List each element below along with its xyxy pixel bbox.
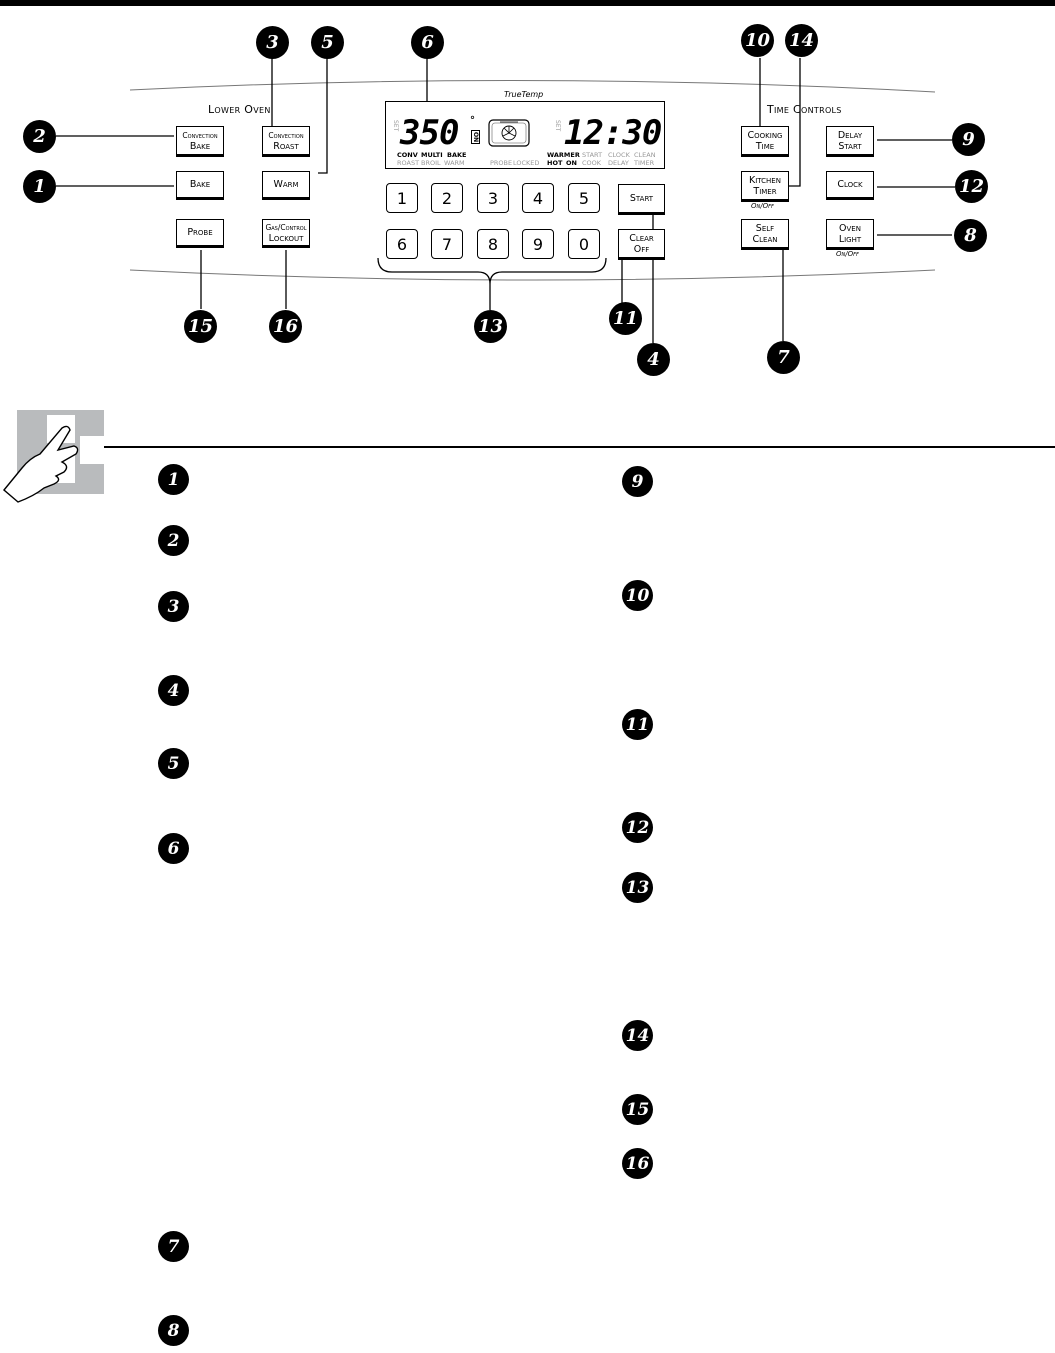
gas-control-lockout-button[interactable]: Gas/Control Lockout — [262, 219, 310, 246]
top-black-bar — [0, 0, 1055, 6]
convection-bake-button[interactable]: Convection Bake — [176, 126, 224, 155]
truetemp-label: TrueTemp — [504, 90, 544, 99]
number-key-4[interactable]: 4 — [522, 183, 554, 213]
number-key-5[interactable]: 5 — [568, 183, 600, 213]
callout-8: 8 — [954, 219, 987, 252]
clock-button[interactable]: Clock — [826, 171, 874, 198]
number-key-8[interactable]: 8 — [477, 229, 509, 259]
oven-light-on-off-note: On/Off — [836, 250, 859, 258]
list-callout-11: 11 — [622, 709, 653, 740]
callout-10: 10 — [741, 24, 774, 57]
number-key-1[interactable]: 1 — [386, 183, 418, 213]
probe-button[interactable]: Probe — [176, 219, 224, 246]
callout-9: 9 — [952, 123, 985, 156]
section-divider — [104, 446, 1055, 448]
callout-1: 1 — [23, 170, 56, 203]
list-callout-13: 13 — [622, 872, 653, 903]
number-key-6[interactable]: 6 — [386, 229, 418, 259]
list-callout-3: 3 — [158, 591, 189, 622]
list-callout-10: 10 — [622, 580, 653, 611]
clear-off-button[interactable]: Clear Off — [618, 229, 665, 258]
start-button[interactable]: Start — [618, 184, 665, 213]
bake-button[interactable]: Bake — [176, 171, 224, 198]
pointing-hand-icon — [3, 415, 104, 503]
callout-11: 11 — [609, 302, 642, 335]
on-indicator: ON — [471, 130, 480, 145]
clock-readout: 12:30 — [564, 113, 662, 153]
lower-oven-label: Lower Oven — [208, 103, 271, 116]
callout-3: 3 — [256, 26, 289, 59]
list-callout-14: 14 — [622, 1020, 653, 1051]
list-callout-9: 9 — [622, 466, 653, 497]
list-callout-4: 4 — [158, 675, 189, 706]
convection-roast-button[interactable]: Convection Roast — [262, 126, 310, 155]
kitchen-timer-button[interactable]: Kitchen Timer — [741, 171, 789, 200]
callout-4: 4 — [637, 343, 670, 376]
cooking-time-button[interactable]: Cooking Time — [741, 126, 789, 155]
list-callout-12: 12 — [622, 812, 653, 843]
callout-13: 13 — [474, 310, 507, 343]
list-callout-6: 6 — [158, 833, 189, 864]
oven-fan-icon — [488, 119, 530, 147]
number-key-7[interactable]: 7 — [431, 229, 463, 259]
self-clean-button[interactable]: Self Clean — [741, 219, 789, 248]
warm-button[interactable]: Warm — [262, 171, 310, 198]
temperature-readout: 350 — [400, 113, 459, 153]
kitchen-timer-on-off-note: On/Off — [751, 202, 774, 210]
set-label-right: SET — [554, 120, 561, 132]
number-key-3[interactable]: 3 — [477, 183, 509, 213]
panel-outline — [56, 58, 955, 343]
list-callout-7: 7 — [158, 1231, 189, 1262]
time-controls-label: Time Controls — [767, 103, 842, 116]
oven-light-button[interactable]: Oven Light — [826, 219, 874, 248]
delay-start-button[interactable]: Delay Start — [826, 126, 874, 155]
number-key-0[interactable]: 0 — [568, 229, 600, 259]
list-callout-1: 1 — [158, 464, 189, 495]
list-callout-15: 15 — [622, 1094, 653, 1125]
number-key-2[interactable]: 2 — [431, 183, 463, 213]
number-key-9[interactable]: 9 — [522, 229, 554, 259]
callout-6: 6 — [411, 26, 444, 59]
callout-16: 16 — [269, 310, 302, 343]
oven-display: SET 350 ° ON CONV MULTI BAKE ROAST BROIL… — [385, 101, 665, 169]
list-callout-5: 5 — [158, 748, 189, 779]
set-label-left: SET — [392, 120, 399, 132]
list-callout-8: 8 — [158, 1315, 189, 1346]
callout-2: 2 — [23, 120, 56, 153]
degree-symbol: ° — [470, 115, 475, 126]
callout-12: 12 — [955, 170, 988, 203]
callout-7: 7 — [767, 341, 800, 374]
list-callout-2: 2 — [158, 525, 189, 556]
callout-5: 5 — [311, 26, 344, 59]
callout-14: 14 — [785, 24, 818, 57]
callout-15: 15 — [184, 310, 217, 343]
list-callout-16: 16 — [622, 1148, 653, 1179]
